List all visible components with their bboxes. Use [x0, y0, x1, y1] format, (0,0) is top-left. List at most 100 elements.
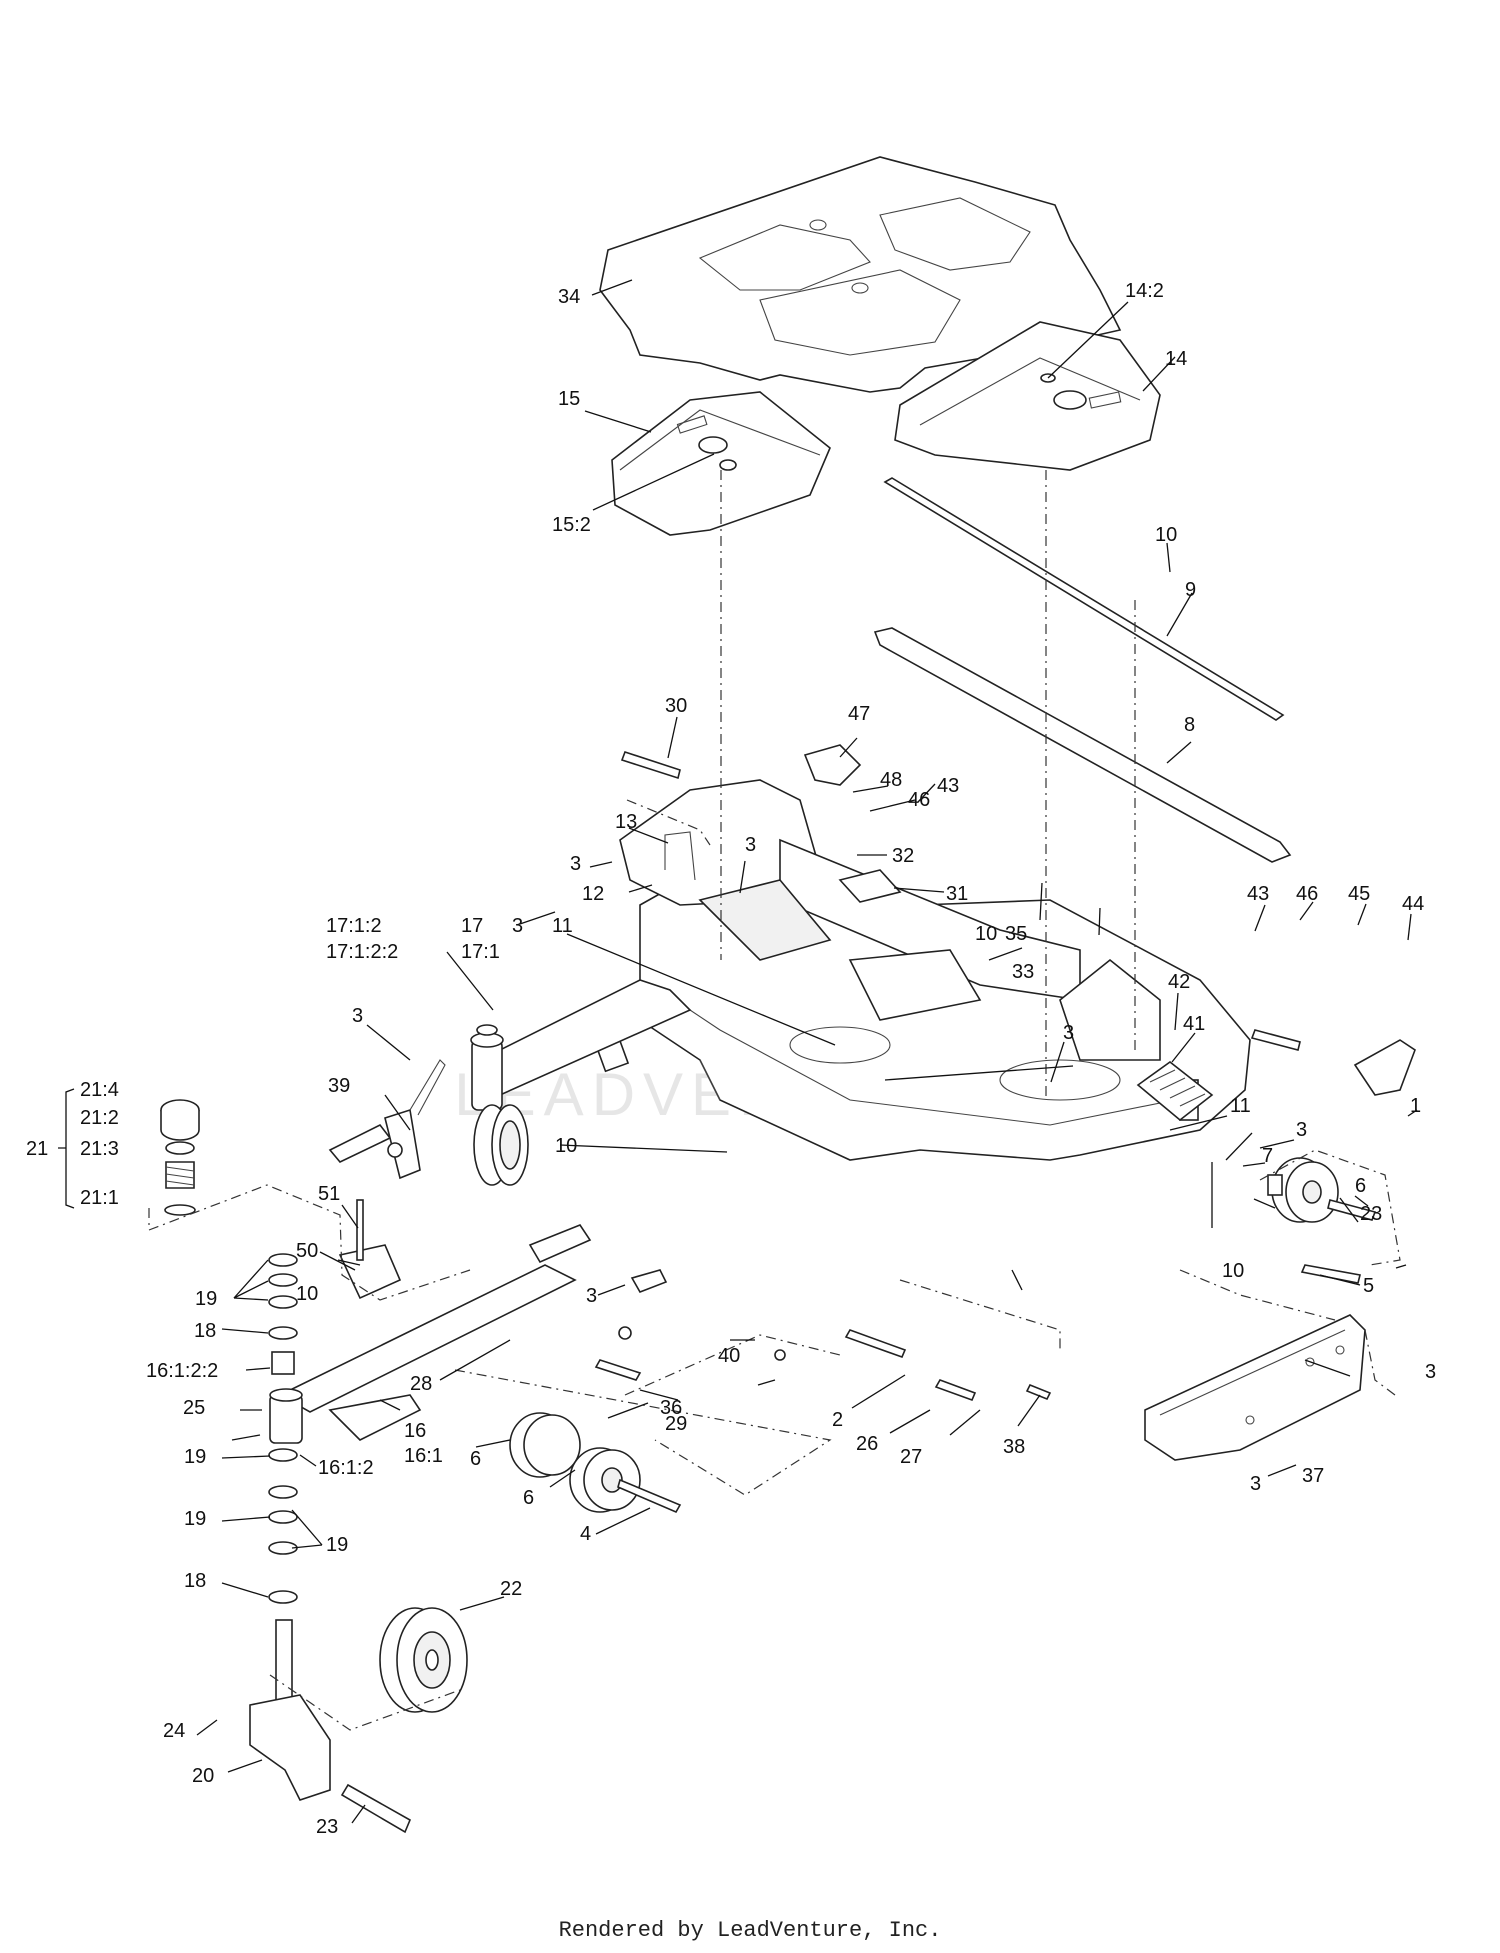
bracket-44 — [1353, 1039, 1416, 1096]
label-5: 23 — [1360, 1203, 1382, 1225]
left-cover-15 — [611, 391, 831, 536]
label-3-e: 3 — [352, 1005, 363, 1027]
label-18-b: 18 — [184, 1570, 206, 1592]
label-3-a: 3 — [570, 853, 581, 875]
label-10-d: 10 — [1222, 1260, 1244, 1282]
strip-8 — [873, 627, 1292, 863]
label-37: 37 — [1302, 1465, 1324, 1487]
rollers-6 — [509, 1412, 682, 1514]
label-10-b: 10 — [975, 923, 997, 945]
stack-21 — [160, 1099, 200, 1216]
strip-9 — [883, 477, 1285, 721]
label-9: 9 — [1185, 579, 1196, 601]
right-cover-14 — [894, 321, 1161, 471]
beam-16 — [269, 1224, 592, 1444]
label-25: 25 — [183, 1397, 205, 1419]
label-42: 42 — [1168, 971, 1190, 993]
label-29: 29 — [665, 1413, 687, 1435]
label-2: 2 — [832, 1409, 843, 1431]
roller-6-right — [1267, 1157, 1377, 1223]
pin-43-right — [1250, 1029, 1301, 1051]
label-3-c: 3 — [512, 915, 523, 937]
label-38: 38 — [1003, 1436, 1025, 1458]
label-26: 26 — [856, 1433, 878, 1455]
label-10-e: 10 — [296, 1283, 318, 1305]
label-3-i: 3 — [1250, 1473, 1261, 1495]
label-45: 45 — [1348, 883, 1370, 905]
label-10-a: 10 — [1155, 524, 1177, 546]
group-bracket-21 — [58, 1088, 75, 1209]
bumper-37 — [1144, 1314, 1366, 1461]
plate-31 — [838, 869, 902, 903]
label-34: 34 — [558, 286, 580, 308]
label-12: 12 — [582, 883, 604, 905]
label-21: 21 — [26, 1138, 48, 1160]
label-21-2: 21:2 — [80, 1107, 119, 1129]
label-16-1-2-2: 16:1:2:2 — [146, 1360, 218, 1382]
top-cover-34 — [599, 156, 1122, 393]
render-credit: Rendered by LeadVenture, Inc. — [558, 1918, 942, 1943]
label-47: 47 — [848, 703, 870, 725]
label-46-b: 46 — [1296, 883, 1318, 905]
bracket-50 — [338, 1199, 402, 1300]
label-50: 50 — [296, 1240, 318, 1262]
label-14: 14 — [1165, 348, 1187, 370]
label-17-1: 17:1 — [461, 941, 500, 963]
pin-30 — [620, 751, 681, 780]
label-10-c: 10 — [555, 1135, 577, 1157]
label-43-a: 43 — [937, 775, 959, 797]
label-40: 40 — [718, 1345, 740, 1367]
label-24: 24 — [163, 1720, 185, 1742]
caster-arm-17 — [470, 979, 692, 1186]
spindle-stack-left — [268, 1253, 298, 1375]
assembly-lines — [148, 470, 1401, 1731]
label-21-1: 21:1 — [80, 1187, 119, 1209]
bracket-47 — [803, 744, 862, 786]
label-16-1: 16:1 — [404, 1445, 443, 1467]
label-41: 41 — [1183, 1013, 1205, 1035]
label-3-f: 3 — [1296, 1119, 1307, 1141]
foot-plate-41 — [1136, 1060, 1214, 1122]
label-20: 20 — [192, 1765, 214, 1787]
label-4: 4 — [580, 1523, 591, 1545]
label-17-1-2-2: 17:1:2:2 — [326, 941, 398, 963]
label-28: 28 — [410, 1373, 432, 1395]
label-36: 36 — [660, 1397, 682, 1419]
label-23: 23 — [316, 1816, 338, 1838]
label-39: 39 — [328, 1075, 350, 1097]
spindle-stack-lower — [268, 1448, 298, 1604]
label-6-b: 6 — [523, 1487, 534, 1509]
label-21-3: 21:3 — [80, 1138, 119, 1160]
label-1: 7 — [1262, 1145, 1273, 1167]
label-15: 15 — [558, 388, 580, 410]
label-35: 35 — [1005, 923, 1027, 945]
leader-lines — [196, 279, 1418, 1824]
label-13: 13 — [615, 811, 637, 833]
label-17-1-2: 17:1:2 — [326, 915, 382, 937]
label-19-d: 19 — [326, 1534, 348, 1556]
label-3-b: 3 — [745, 834, 756, 856]
label-11-a: 11 — [552, 915, 573, 937]
lever-39 — [328, 1059, 446, 1180]
label-3-h: 3 — [1425, 1361, 1436, 1383]
label-7: 5 — [1363, 1275, 1374, 1297]
label-31: 31 — [946, 883, 968, 905]
label-6-a: 6 — [470, 1448, 481, 1470]
caster-fork-20 — [249, 1619, 412, 1834]
label-11-b: 11 — [1230, 1095, 1251, 1117]
label-46-a: 46 — [908, 789, 930, 811]
label-6-right: 6 — [1355, 1175, 1366, 1197]
label-48: 48 — [880, 769, 902, 791]
label-51: 51 — [318, 1183, 340, 1205]
label-27: 27 — [900, 1446, 922, 1468]
label-16: 16 — [404, 1420, 426, 1442]
label-19-c: 19 — [184, 1508, 206, 1530]
label-49: 1 — [1410, 1095, 1421, 1117]
label-44: 44 — [1402, 893, 1424, 915]
hardware-pins — [594, 1264, 1361, 1402]
label-18-a: 18 — [194, 1320, 216, 1342]
label-21-4: 21:4 — [80, 1079, 119, 1101]
label-43-b: 43 — [1247, 883, 1269, 905]
label-33: 33 — [1012, 961, 1034, 983]
